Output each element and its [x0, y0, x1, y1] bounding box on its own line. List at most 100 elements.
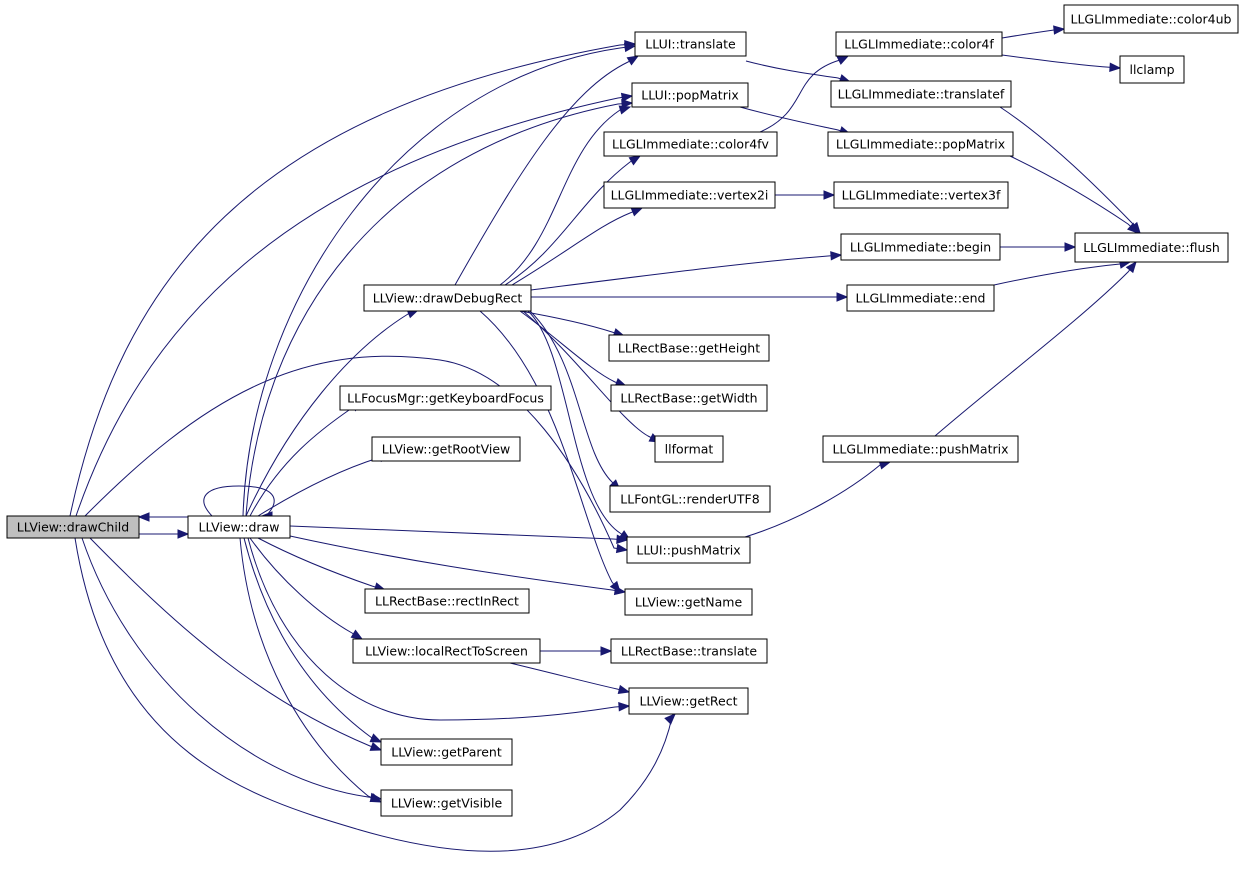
- node-box: [626, 536, 751, 564]
- node-get-rect[interactable]: LLView::getRect: [628, 687, 749, 715]
- edge-line: [245, 102, 633, 517]
- edge-arrowhead: [369, 733, 383, 743]
- edge-glPopMatrix-to-flush: [1009, 155, 1140, 234]
- edge-arrowhead: [618, 105, 632, 115]
- node-get-visible[interactable]: LLView::getVisible: [380, 789, 513, 817]
- edge-line: [504, 155, 641, 286]
- edge-line: [509, 662, 630, 693]
- edge-drawDebugRect-to-uiTranslate: [454, 55, 640, 286]
- edge-arrowhead: [1053, 25, 1066, 35]
- node-label: LLGLImmediate::flush: [1083, 240, 1220, 255]
- edge-line: [242, 45, 636, 517]
- node-flush[interactable]: LLGLImmediate::flush: [1074, 232, 1229, 263]
- node-get-root-view[interactable]: LLView::getRootView: [371, 436, 521, 462]
- node-box: [363, 284, 532, 312]
- node-rect-translate[interactable]: LLRectBase::translate: [610, 638, 768, 664]
- node-get-name[interactable]: LLView::getName: [624, 588, 753, 616]
- node-box: [352, 638, 541, 664]
- edge-arrowhead: [1064, 242, 1077, 252]
- edge-begin-to-flush: [1000, 242, 1077, 252]
- node-translatef[interactable]: LLGLImmediate::translatef: [830, 80, 1012, 108]
- node-gl-pop-matrix[interactable]: LLGLImmediate::popMatrix: [827, 131, 1014, 157]
- node-render-u-t-f8[interactable]: LLFontGL::renderUTF8: [609, 485, 771, 513]
- node-ui-translate[interactable]: LLUI::translate: [634, 31, 747, 57]
- edge-color4f-to-color4ub: [1001, 25, 1066, 39]
- node-label: LLView::getVisible: [391, 796, 503, 811]
- node-rect-in-rect[interactable]: LLRectBase::rectInRect: [364, 588, 530, 614]
- node-get-height[interactable]: LLRectBase::getHeight: [608, 334, 770, 362]
- node-box: [835, 31, 1003, 57]
- edge-arrowhead: [620, 92, 634, 103]
- node-ui-push-matrix[interactable]: LLUI::pushMatrix: [626, 536, 751, 564]
- node-box: [634, 31, 747, 57]
- edge-arrowhead: [618, 702, 631, 712]
- node-local-rect-to-screen[interactable]: LLView::localRectToScreen: [352, 638, 541, 664]
- node-label: LLGLImmediate::vertex2i: [611, 188, 769, 203]
- node-color4fv[interactable]: LLGLImmediate::color4fv: [603, 131, 778, 157]
- edge-draw-to-drawDebugRect: [245, 309, 420, 517]
- node-llclamp[interactable]: llclamp: [1119, 55, 1185, 84]
- node-get-parent[interactable]: LLView::getParent: [380, 738, 513, 766]
- node-label: llformat: [665, 442, 714, 457]
- edge-line: [89, 537, 382, 751]
- edge-line: [249, 401, 363, 517]
- edge-line: [257, 454, 391, 517]
- node-box: [610, 638, 768, 664]
- node-box: [380, 789, 513, 817]
- node-box: [624, 588, 753, 616]
- edge-arrowhead: [600, 646, 613, 656]
- node-get-width[interactable]: LLRectBase::getWidth: [610, 384, 768, 412]
- edge-line: [519, 310, 627, 387]
- node-box: [608, 334, 770, 362]
- node-ui-pop-matrix[interactable]: LLUI::popMatrix: [631, 82, 749, 108]
- node-draw[interactable]: LLView::draw: [187, 515, 291, 539]
- node-box: [846, 284, 995, 312]
- node-box: [628, 687, 749, 715]
- edge-draw-to-getParent: [243, 537, 383, 743]
- edge-translatef-to-flush: [999, 106, 1141, 235]
- edge-arrowhead: [628, 155, 642, 166]
- edge-line: [81, 537, 382, 800]
- edge-line: [999, 106, 1141, 234]
- edge-draw-to-localRectToScreen: [249, 537, 364, 640]
- node-color4f[interactable]: LLGLImmediate::color4f: [835, 31, 1003, 57]
- node-draw-debug-rect[interactable]: LLView::drawDebugRect: [363, 284, 532, 312]
- edge-line: [993, 261, 1131, 286]
- edge-line: [530, 254, 842, 291]
- node-end[interactable]: LLGLImmediate::end: [846, 284, 995, 312]
- edge-draw-to-draw: [203, 485, 275, 521]
- node-label: LLView::draw: [199, 520, 280, 535]
- node-label: LLGLImmediate::translatef: [838, 87, 1005, 102]
- edge-vertex2i-to-vertex3f: [775, 190, 836, 200]
- edge-line: [69, 43, 636, 517]
- edge-arrowhead: [369, 793, 383, 803]
- node-label: LLGLImmediate::end: [856, 291, 986, 306]
- node-box: [380, 738, 513, 766]
- node-label: LLRectBase::rectInRect: [375, 594, 519, 609]
- edge-draw-to-drawChild: [137, 512, 188, 522]
- edge-line: [289, 525, 628, 541]
- edge-arrowhead: [369, 741, 383, 751]
- node-label: LLGLImmediate::begin: [850, 240, 991, 255]
- node-label: llclamp: [1129, 62, 1174, 77]
- edge-drawDebugRect-to-uiPopMatrix: [499, 105, 632, 286]
- node-color4ub[interactable]: LLGLImmediate::color4ub: [1063, 4, 1239, 34]
- node-box: [631, 82, 749, 108]
- edge-drawDebugRect-to-begin: [530, 251, 843, 291]
- node-begin[interactable]: LLGLImmediate::begin: [840, 233, 1001, 261]
- node-gl-push-matrix[interactable]: LLGLImmediate::pushMatrix: [822, 435, 1019, 463]
- edge-line: [74, 537, 676, 852]
- node-draw-child[interactable]: LLView::drawChild: [6, 515, 140, 539]
- node-label: LLView::getRect: [639, 694, 737, 709]
- node-box: [371, 436, 521, 462]
- edge-line: [479, 310, 621, 593]
- node-get-keyboard-focus[interactable]: LLFocusMgr::getKeyboardFocus: [339, 385, 552, 411]
- edge-localRectToScreen-to-getRect: [509, 662, 631, 695]
- edge-color4f-to-llclamp: [1001, 54, 1122, 72]
- node-vertex2i[interactable]: LLGLImmediate::vertex2i: [603, 181, 776, 209]
- node-vertex3f[interactable]: LLGLImmediate::vertex3f: [833, 181, 1009, 209]
- node-llformat[interactable]: llformat: [654, 435, 724, 463]
- node-box: [610, 384, 768, 412]
- node-label: LLView::getRootView: [382, 442, 510, 457]
